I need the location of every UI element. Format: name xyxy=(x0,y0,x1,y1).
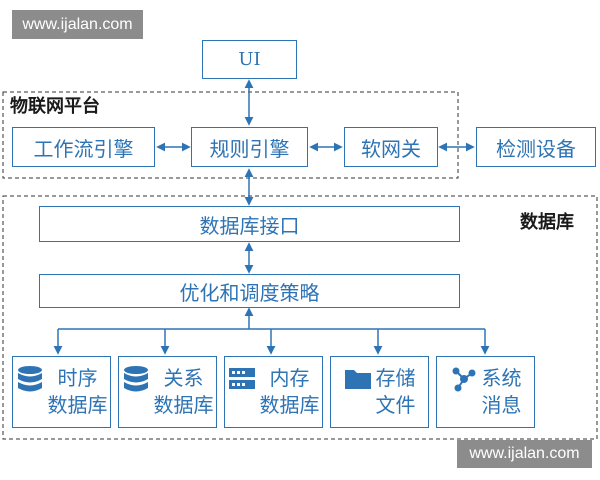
store-memory: 内存 数据库 xyxy=(224,356,323,428)
watermark-bottom: www.ijalan.com xyxy=(457,440,592,468)
workflow-engine-box: 工作流引擎 xyxy=(12,127,155,167)
store-line2: 数据库 xyxy=(259,393,320,417)
store-timeseries: 时序 数据库 xyxy=(12,356,111,428)
store-files: 存储 文件 xyxy=(330,356,429,428)
store-messages: 系统 消息 xyxy=(436,356,535,428)
network-icon xyxy=(452,367,475,392)
iot-platform-border xyxy=(2,91,459,179)
watermark-top: www.ijalan.com xyxy=(12,10,143,39)
rule-engine-box: 规则引擎 xyxy=(191,127,308,167)
database-icon xyxy=(17,366,42,392)
store-line2: 文件 xyxy=(375,393,416,417)
detection-device-box: 检测设备 xyxy=(476,127,596,167)
store-line1: 存储 xyxy=(375,366,416,390)
store-line1: 系统 xyxy=(481,366,522,390)
store-line1: 内存 xyxy=(269,366,310,390)
database-icon xyxy=(123,366,148,392)
server-icon xyxy=(228,368,255,389)
folder-icon xyxy=(344,370,371,389)
store-line2: 数据库 xyxy=(153,393,214,417)
database-border xyxy=(2,195,598,440)
store-line2: 数据库 xyxy=(47,393,108,417)
database-title: 数据库 xyxy=(520,212,574,233)
store-line1: 关系 xyxy=(163,366,204,390)
store-line1: 时序 xyxy=(57,366,98,390)
ui-box: UI xyxy=(202,40,297,79)
database-interface-box: 数据库接口 xyxy=(39,206,460,242)
iot-platform-title: 物联网平台 xyxy=(10,96,100,117)
store-line2: 消息 xyxy=(481,393,522,417)
strategy-box: 优化和调度策略 xyxy=(39,274,460,308)
store-relational: 关系 数据库 xyxy=(118,356,217,428)
soft-gateway-box: 软网关 xyxy=(344,127,438,167)
